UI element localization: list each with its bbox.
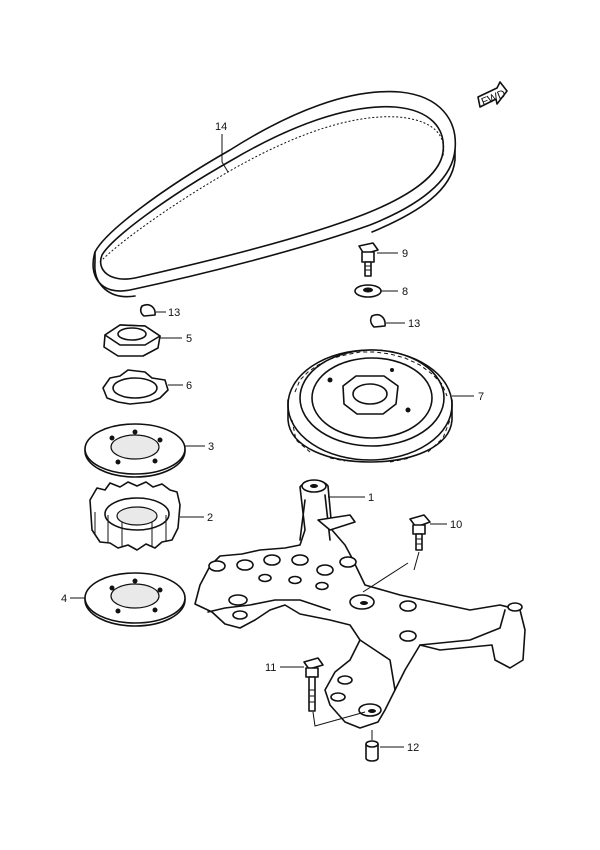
callout-8: 8	[402, 286, 408, 298]
fwd-badge-text: FWD	[480, 88, 508, 109]
fwd-arrow-icon: FWD	[477, 81, 508, 109]
callout-10: 10	[450, 519, 462, 531]
callout-2: 2	[207, 512, 213, 524]
bushing-12	[365, 730, 379, 762]
washer-8	[354, 284, 382, 298]
callout-1: 1	[368, 492, 374, 504]
callout-9: 9	[402, 248, 408, 260]
callout-3: 3	[208, 441, 214, 453]
large-pulley-7	[287, 349, 453, 463]
bolt-10	[409, 514, 431, 551]
bolt-9	[358, 242, 379, 277]
callout-13-upper: 13	[168, 307, 180, 319]
callout-labels: 14 9 8 13 13 5 6 7 3 1 2 10 4 11 12	[61, 121, 484, 754]
callout-13-right: 13	[408, 318, 420, 330]
plate-3	[84, 423, 186, 478]
callout-14: 14	[215, 121, 227, 133]
bolt-10-guide-line-2	[413, 551, 420, 571]
bolt-11-guide-line	[312, 711, 366, 727]
callout-5: 5	[186, 333, 192, 345]
callout-6: 6	[186, 380, 192, 392]
hex-nut-5	[103, 324, 161, 357]
bolt-10-guide-line	[362, 562, 409, 593]
callout-7: 7	[478, 391, 484, 403]
key-13-upper	[139, 303, 156, 317]
key-13-right	[369, 313, 386, 328]
callout-12: 12	[407, 742, 419, 754]
gear-pulley-2	[89, 481, 181, 551]
leader-lines	[70, 134, 474, 748]
timing-belt	[92, 90, 457, 298]
bracket-1	[194, 479, 526, 729]
callout-4: 4	[61, 593, 67, 605]
plate-4	[84, 572, 186, 627]
callout-11: 11	[265, 662, 276, 674]
lock-washer-6	[102, 369, 169, 405]
bolt-11	[303, 657, 324, 712]
